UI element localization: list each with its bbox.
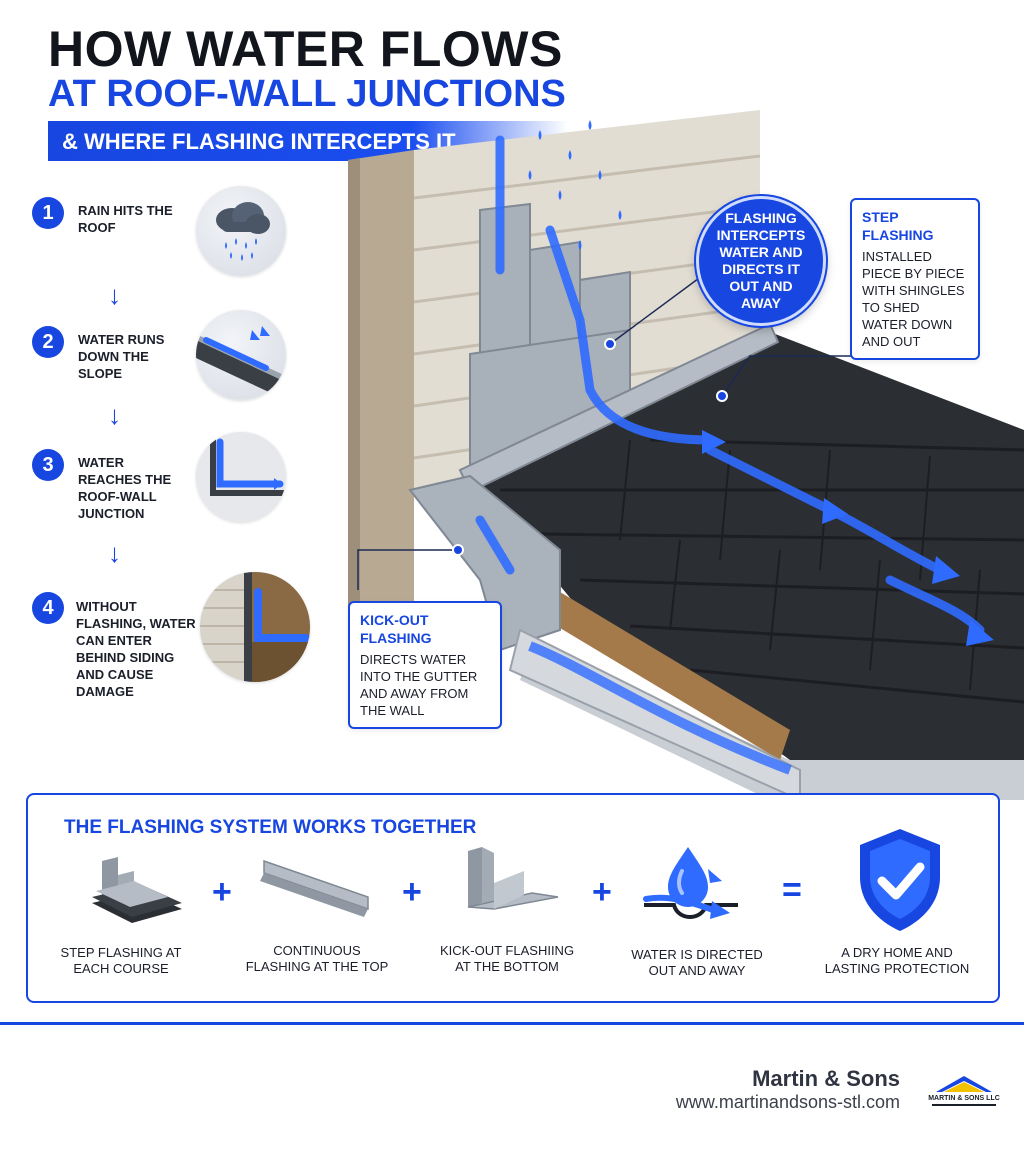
water-arrowheads — [702, 430, 994, 646]
kickout-flashing-icon — [454, 847, 564, 931]
junction-water-icon — [196, 432, 286, 522]
footer-divider — [0, 1022, 1024, 1025]
corner-trim — [348, 150, 414, 720]
kickout-flashing-callout-title: KICK-OUT FLASHING — [360, 612, 432, 646]
company-logo: MARTIN & SONS LLC — [924, 1072, 1004, 1112]
system-item-label-5: A DRY HOME AND LASTING PROTECTION — [824, 945, 970, 976]
plus-operator: + — [212, 873, 232, 911]
step-text-1: RAIN HITS THE ROOF — [78, 203, 173, 235]
step-text-2: WATER RUNS DOWN THE SLOPE — [78, 332, 165, 381]
down-arrow-icon: ↓ — [108, 538, 121, 568]
step-flashing-callout-body: INSTALLED PIECE BY PIECE WITH SHINGLES T… — [862, 249, 965, 349]
step-text-3: WATER REACHES THE ROOF-WALL JUNCTION — [78, 455, 172, 521]
kickout-flashing-callout: KICK-OUT FLASHING DIRECTS WATER INTO THE… — [348, 601, 502, 729]
step-number-2: 2 — [32, 326, 64, 358]
raindrops-icon — [528, 120, 622, 250]
shingle-roof — [470, 332, 1024, 760]
plus-operator: + — [402, 873, 422, 911]
step-flashing-callout-title: STEP FLASHING — [862, 209, 934, 243]
step-number-4: 4 — [32, 592, 64, 624]
roof-wall-illustration — [330, 110, 1024, 802]
system-item-label-1: STEP FLASHING AT EACH COURSE — [60, 945, 182, 976]
system-item-label-4: WATER IS DIRECTED OUT AND AWAY — [631, 947, 763, 978]
kickout-flashing-callout-body: DIRECTS WATER INTO THE GUTTER AND AWAY F… — [360, 652, 478, 718]
kickout-flashing-metal — [408, 474, 561, 652]
equals-operator: = — [782, 871, 802, 909]
system-item-label-2: CONTINUOUS FLASHING AT THE TOP — [245, 943, 389, 974]
intercept-callout: FLASHING INTERCEPTS WATER AND DIRECTS IT… — [696, 196, 826, 326]
step-flashing-callout: STEP FLASHING INSTALLED PIECE BY PIECE W… — [850, 198, 980, 360]
brand-name: Martin & Sons — [752, 1066, 900, 1091]
plus-operator: + — [592, 873, 612, 911]
rain-cloud-icon — [196, 186, 286, 276]
step-flashing-icon — [72, 851, 192, 931]
step-number-3: 3 — [32, 449, 64, 481]
panel-title: THE FLASHING SYSTEM WORKS TOGETHER — [64, 817, 477, 838]
subtitle: & WHERE FLASHING INTERCEPTS IT — [62, 129, 456, 154]
intercept-callout-text: FLASHING INTERCEPTS WATER AND DIRECTS IT… — [716, 210, 806, 311]
down-arrow-icon: ↓ — [108, 400, 121, 430]
logo-text: MARTIN & SONS LLC — [928, 1095, 1000, 1102]
step-number-1: 1 — [32, 197, 64, 229]
flashing-system-panel: THE FLASHING SYSTEM WORKS TOGETHER STEP … — [26, 793, 1000, 1003]
shield-check-icon — [852, 825, 948, 935]
brand-url[interactable]: www.martinandsons-stl.com — [675, 1092, 900, 1112]
down-arrow-icon: ↓ — [108, 280, 121, 310]
system-item-label-3: KICK-OUT FLASHIING AT THE BOTTOM — [439, 943, 575, 974]
step-text-4: WITHOUT FLASHING, WATER CAN ENTER BEHIND… — [76, 599, 196, 699]
continuous-flashing-icon — [258, 851, 378, 931]
water-drop-icon — [638, 841, 748, 937]
page-title-line2: AT ROOF-WALL JUNCTIONS — [48, 73, 566, 115]
siding-damage-icon — [200, 572, 310, 682]
slope-water-icon — [196, 310, 286, 400]
page-title: HOW WATER FLOWS — [48, 21, 563, 77]
